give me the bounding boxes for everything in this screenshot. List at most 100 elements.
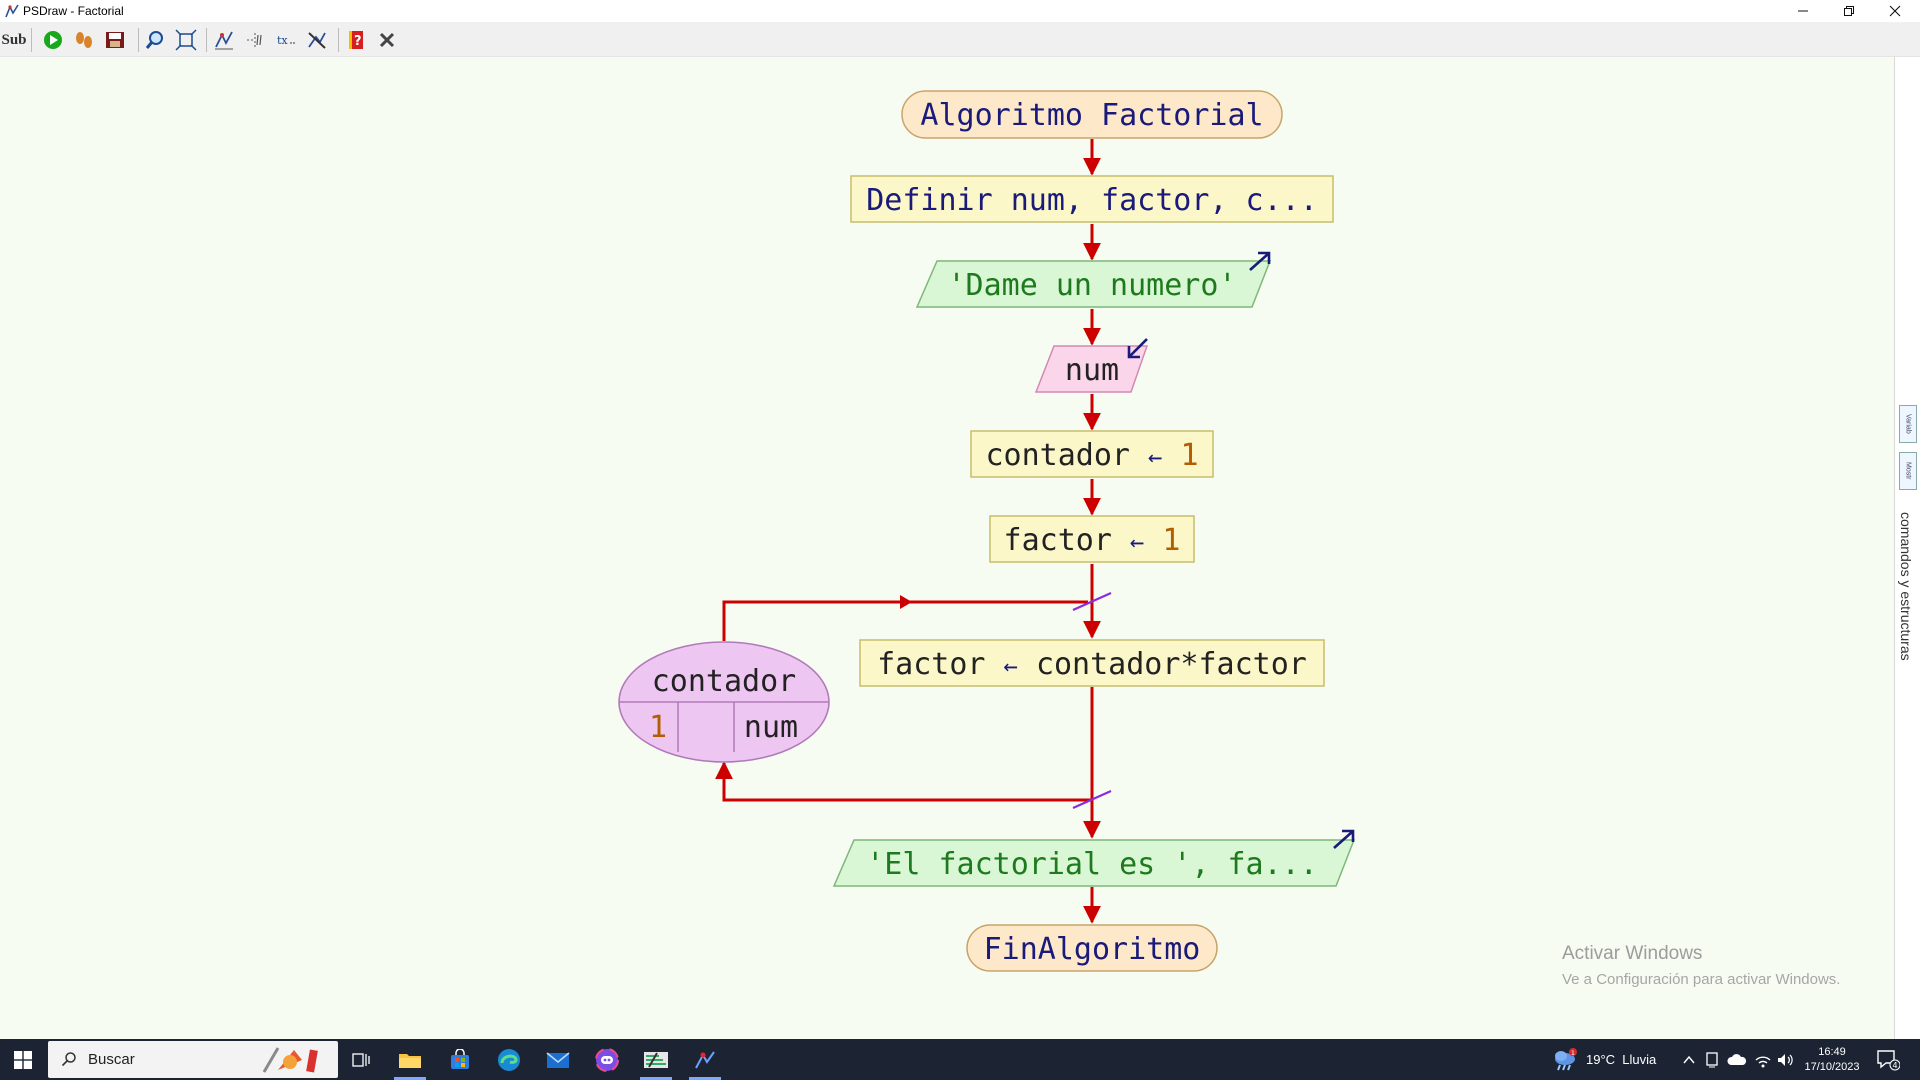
cloud-icon [1727,1053,1747,1065]
close-icon [1889,5,1901,17]
text-button[interactable]: tx [273,27,299,53]
input-label: num [1065,353,1119,388]
edge-browser-icon [498,1048,520,1071]
define-block[interactable]: Definir num, factor, c... [850,175,1334,223]
flow-connectors [715,139,1101,924]
weather-widget[interactable]: 1 19°C Lluvia [1552,1039,1656,1080]
activation-watermark-title: Activar Windows [1562,943,1703,964]
step-button[interactable] [71,27,97,53]
chevron-up-icon [1683,1055,1695,1063]
toolbar-separator [338,28,339,52]
color-icon [308,32,326,49]
assign-block-factor[interactable]: factor ← 1 [989,515,1195,563]
notification-icon: 4 [1877,1049,1900,1070]
taskbar-file-explorer[interactable] [386,1039,434,1080]
taskbar-mail[interactable] [534,1039,582,1080]
side-mini-1-label: Variab [1904,414,1912,434]
for-loop-block[interactable]: contador 1 num [618,641,830,763]
side-mini-2-label: Mostr [1904,462,1912,480]
taskbar-store[interactable] [436,1039,484,1080]
save-icon [106,32,124,48]
svg-text:?: ? [354,34,362,49]
side-output-shape[interactable]: Mostr [1899,452,1917,490]
taskbar-pseint[interactable] [632,1039,680,1080]
start-button[interactable] [0,1039,46,1080]
show-hidden-icons-button[interactable] [1682,1039,1696,1080]
help-icon: ? [349,31,363,49]
weather-badge: 1 [1571,1049,1575,1057]
mail-icon [546,1051,570,1068]
assign-2-value: 1 [1162,523,1180,558]
minimize-button[interactable] [1780,0,1826,22]
step-icon [76,32,92,48]
fit-button[interactable] [173,27,199,53]
color-button[interactable] [304,27,330,53]
taskbar-psdraw[interactable] [681,1039,729,1080]
input-block[interactable]: num [1034,338,1149,393]
task-view-icon [352,1052,370,1067]
tray-device-icon-button[interactable] [1705,1039,1719,1080]
save-button[interactable] [102,27,128,53]
chat-app-icon [595,1047,619,1072]
tray-volume-button[interactable] [1776,1039,1794,1080]
loop-var-label: contador [652,664,797,699]
taskbar-search-box[interactable]: Buscar [48,1041,338,1078]
output-1-label: 'Dame un numero' [948,268,1237,303]
svg-text:factor←contador*factor: factor←contador*factor [877,647,1307,682]
output-2-label: 'El factorial es ', fa... [866,847,1318,882]
pseint-icon [644,1051,668,1068]
clock-date: 17/10/2023 [1804,1060,1860,1073]
close-diagram-button[interactable] [374,27,400,53]
assign-block-contador[interactable]: contador←1 [970,430,1214,478]
close-icon [379,32,395,48]
search-icon [61,1052,76,1067]
commands-side-panel[interactable]: Variab Mostr comandos y estructuras [1894,57,1920,1039]
minimize-icon [1798,10,1808,12]
svg-text:factor←1: factor ← 1 [1004,523,1181,558]
loop-from-label: 1 [649,710,667,745]
sub-button[interactable]: Sub [1,27,27,53]
restore-icon [1844,6,1854,16]
zoom-button[interactable] [142,27,168,53]
restore-button[interactable] [1826,0,1872,22]
assign-3-var: factor [877,647,985,682]
run-button[interactable] [40,27,66,53]
loop-direction-arrow [900,595,912,609]
tray-onedrive-button[interactable] [1727,1039,1747,1080]
activation-watermark-subtitle: Ve a Configuración para activar Windows. [1562,971,1841,988]
task-view-button[interactable] [337,1039,385,1080]
clock-time: 16:49 [1818,1045,1846,1058]
loop-end-marker [1072,789,1112,810]
help-button[interactable]: ? [343,27,369,53]
output-block-2[interactable]: 'El factorial es ', fa... [832,829,1356,887]
taskbar-chat-app[interactable] [583,1039,631,1080]
assign-2-arrow: ← [1130,528,1144,556]
tray-network-button[interactable] [1754,1039,1772,1080]
toolbar-separator [206,28,207,52]
search-highlight-decoration-icon [262,1047,318,1073]
end-terminal[interactable]: FinAlgoritmo [966,924,1218,972]
side-variable-shape[interactable]: Variab [1899,405,1917,443]
style-button[interactable] [211,27,237,53]
flowchart-canvas[interactable]: Algoritmo Factorial Definir num, factor,… [0,57,1894,1039]
comment-button[interactable] [242,27,268,53]
assign-1-value: 1 [1180,438,1198,473]
run-icon [44,31,62,49]
taskbar-edge[interactable] [485,1039,533,1080]
assign-3-expr: contador*factor [1036,647,1307,682]
assign-2-var: factor [1004,523,1112,558]
psdraw-app-icon [5,4,19,18]
assign-1-var: contador [985,438,1130,473]
assign-block-factor-product[interactable]: factor←contador*factor [859,639,1325,687]
notification-center-button[interactable]: 4 [1876,1039,1900,1080]
taskbar-clock[interactable]: 16:49 17/10/2023 [1800,1039,1864,1080]
commands-panel-label[interactable]: comandos y estructuras [1898,512,1914,661]
title-bar: PSDraw - Factorial [0,0,1920,22]
windows-taskbar: Buscar 1 19°C Lluvia [0,1039,1920,1080]
start-terminal[interactable]: Algoritmo Factorial [901,90,1283,139]
output-block-1[interactable]: 'Dame un numero' [915,251,1272,308]
close-window-button[interactable] [1872,0,1918,22]
weather-text: 19°C Lluvia [1586,1052,1657,1067]
style-icon [215,31,233,50]
text-icon: tx [277,34,295,47]
